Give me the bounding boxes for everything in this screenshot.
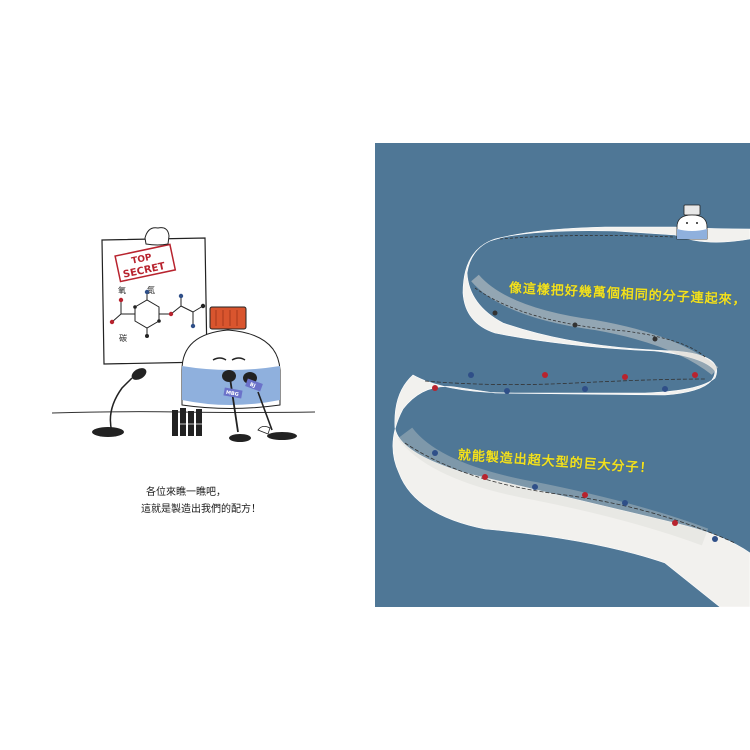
hand-holding-sign bbox=[144, 227, 170, 246]
press-conference-illustration: TOP SECRET 氧 氮 碳 bbox=[51, 227, 316, 442]
atom-label-carbon: 碳 bbox=[119, 333, 127, 343]
ribbon-atoms bbox=[432, 310, 718, 542]
stamp-text-top: TOP bbox=[131, 253, 153, 267]
atom-label-nitrogen: 氮 bbox=[147, 285, 155, 295]
mic-badge-2: BJ bbox=[249, 382, 257, 390]
small-bottle-character bbox=[676, 204, 708, 240]
microphones: MBG BJ bbox=[92, 368, 297, 442]
caption-line-1: 各位來瞧一瞧吧， bbox=[146, 487, 226, 498]
left-page: TOP SECRET 氧 氮 碳 bbox=[51, 227, 316, 515]
top-secret-sign: TOP SECRET 氧 氮 碳 bbox=[101, 227, 208, 365]
molecule-chains bbox=[404, 235, 736, 544]
mic-badge-1: MBG bbox=[225, 390, 239, 398]
atom-label-oxygen: 氧 bbox=[118, 285, 126, 295]
paper-ribbon bbox=[392, 226, 750, 607]
caption-line-2: 這就是製造出我們的配方！ bbox=[141, 504, 261, 515]
giant-molecule-ribbon-illustration bbox=[392, 204, 750, 607]
right-page: 像這樣把好幾萬個相同的分子連起來， 就能製造出超大型的巨大分子！ bbox=[375, 143, 750, 607]
molecule-atoms bbox=[109, 289, 206, 338]
